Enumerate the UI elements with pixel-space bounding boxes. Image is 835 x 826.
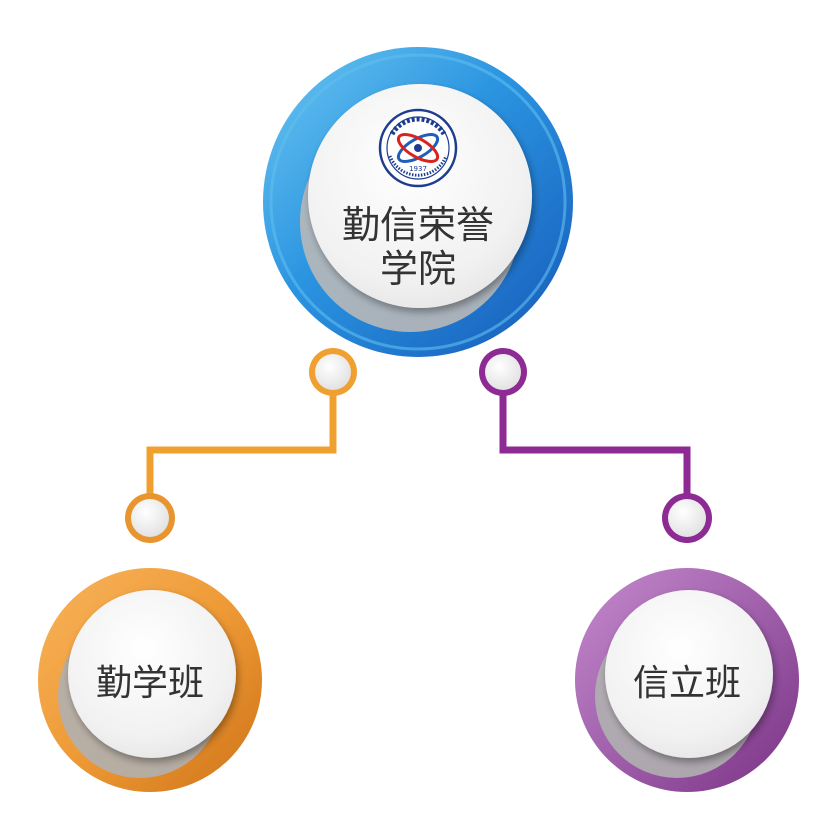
logo-year: 1937 — [409, 165, 427, 173]
child-node-left: 勤学班 — [38, 568, 262, 792]
joint-top-left — [309, 348, 357, 396]
root-title-line1: 勤信荣誉 — [342, 203, 494, 247]
child-node-right: 信立班 — [575, 568, 799, 792]
joint-bottom-right — [662, 493, 712, 543]
connector-left — [146, 372, 337, 517]
root-title-line2: 学院 — [380, 247, 456, 291]
root-node: 1937 勤信荣誉 学院 — [263, 47, 573, 357]
connector-right — [499, 372, 691, 517]
joint-bottom-left — [125, 493, 175, 543]
joint-top-right — [479, 348, 527, 396]
child-label-right: 信立班 — [633, 663, 741, 704]
child-label-left: 勤学班 — [96, 663, 204, 704]
university-seal-icon: 1937 — [378, 108, 458, 188]
